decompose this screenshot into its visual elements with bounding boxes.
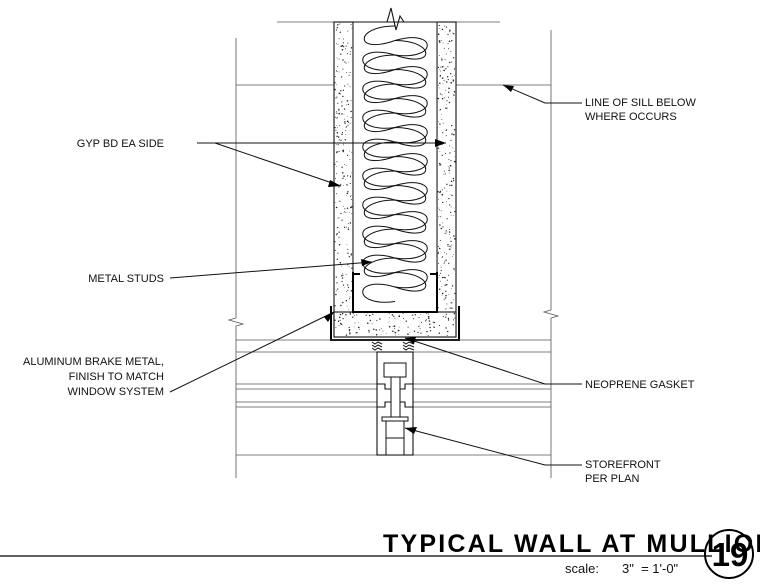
gyp-label: GYP BD EA SIDE bbox=[77, 138, 164, 150]
gyp-leader-left bbox=[214, 142, 342, 187]
leaders bbox=[169, 84, 582, 466]
studs-leader bbox=[169, 261, 373, 279]
sill-arrowhead bbox=[503, 85, 514, 92]
storefront-arrowhead bbox=[405, 427, 417, 434]
right-break-line bbox=[542, 30, 560, 478]
gyp-board-texture bbox=[334, 23, 456, 336]
storefront-label-line-1: STOREFRONT bbox=[585, 459, 661, 471]
gyp-arrowhead-left bbox=[328, 180, 341, 187]
mullion-profile bbox=[376, 351, 414, 456]
brake-label-line-2: FINISH TO MATCH bbox=[69, 371, 164, 383]
gasket-arrowhead bbox=[405, 337, 416, 344]
studs-arrowhead bbox=[361, 259, 372, 266]
gasket-leader bbox=[404, 337, 582, 385]
brake-label-line-1: ALUMINUM BRAKE METAL, bbox=[23, 356, 164, 368]
title-block: TYPICAL WALL AT MULLION scale: 3" = 1'-0… bbox=[0, 529, 760, 579]
storefront-leader bbox=[404, 427, 582, 466]
detail-number: 19 bbox=[712, 536, 749, 573]
left-break-line bbox=[227, 38, 245, 478]
brake-label-line-3: WINDOW SYSTEM bbox=[67, 386, 164, 398]
top-break-symbol bbox=[377, 7, 414, 31]
callout-labels: LINE OF SILL BELOW WHERE OCCURS GYP BD E… bbox=[23, 97, 696, 485]
neoprene-gasket-shape bbox=[371, 341, 415, 351]
batt-insulation bbox=[362, 25, 428, 303]
gyp-board-left bbox=[333, 21, 354, 338]
scale-label: scale: bbox=[565, 561, 599, 576]
gasket-label: NEOPRENE GASKET bbox=[585, 379, 695, 391]
storefront-system bbox=[236, 339, 551, 456]
sill-label-line-1: LINE OF SILL BELOW bbox=[585, 97, 696, 109]
studs-label: METAL STUDS bbox=[88, 273, 164, 285]
storefront-label-line-2: PER PLAN bbox=[585, 473, 639, 485]
brake-arrowhead bbox=[324, 312, 334, 322]
detail-number-circle bbox=[704, 529, 754, 579]
wall-section bbox=[330, 7, 460, 341]
drawing-title: TYPICAL WALL AT MULLION bbox=[383, 530, 760, 558]
metal-stud-track bbox=[352, 272, 438, 313]
brake-leader bbox=[169, 311, 335, 393]
gyp-arrowhead-right bbox=[435, 139, 446, 147]
scale-value: 3" = 1'-0" bbox=[622, 561, 679, 576]
sill-label-line-2: WHERE OCCURS bbox=[585, 111, 677, 123]
sill-leader bbox=[502, 84, 582, 104]
arrowheads bbox=[324, 85, 514, 434]
